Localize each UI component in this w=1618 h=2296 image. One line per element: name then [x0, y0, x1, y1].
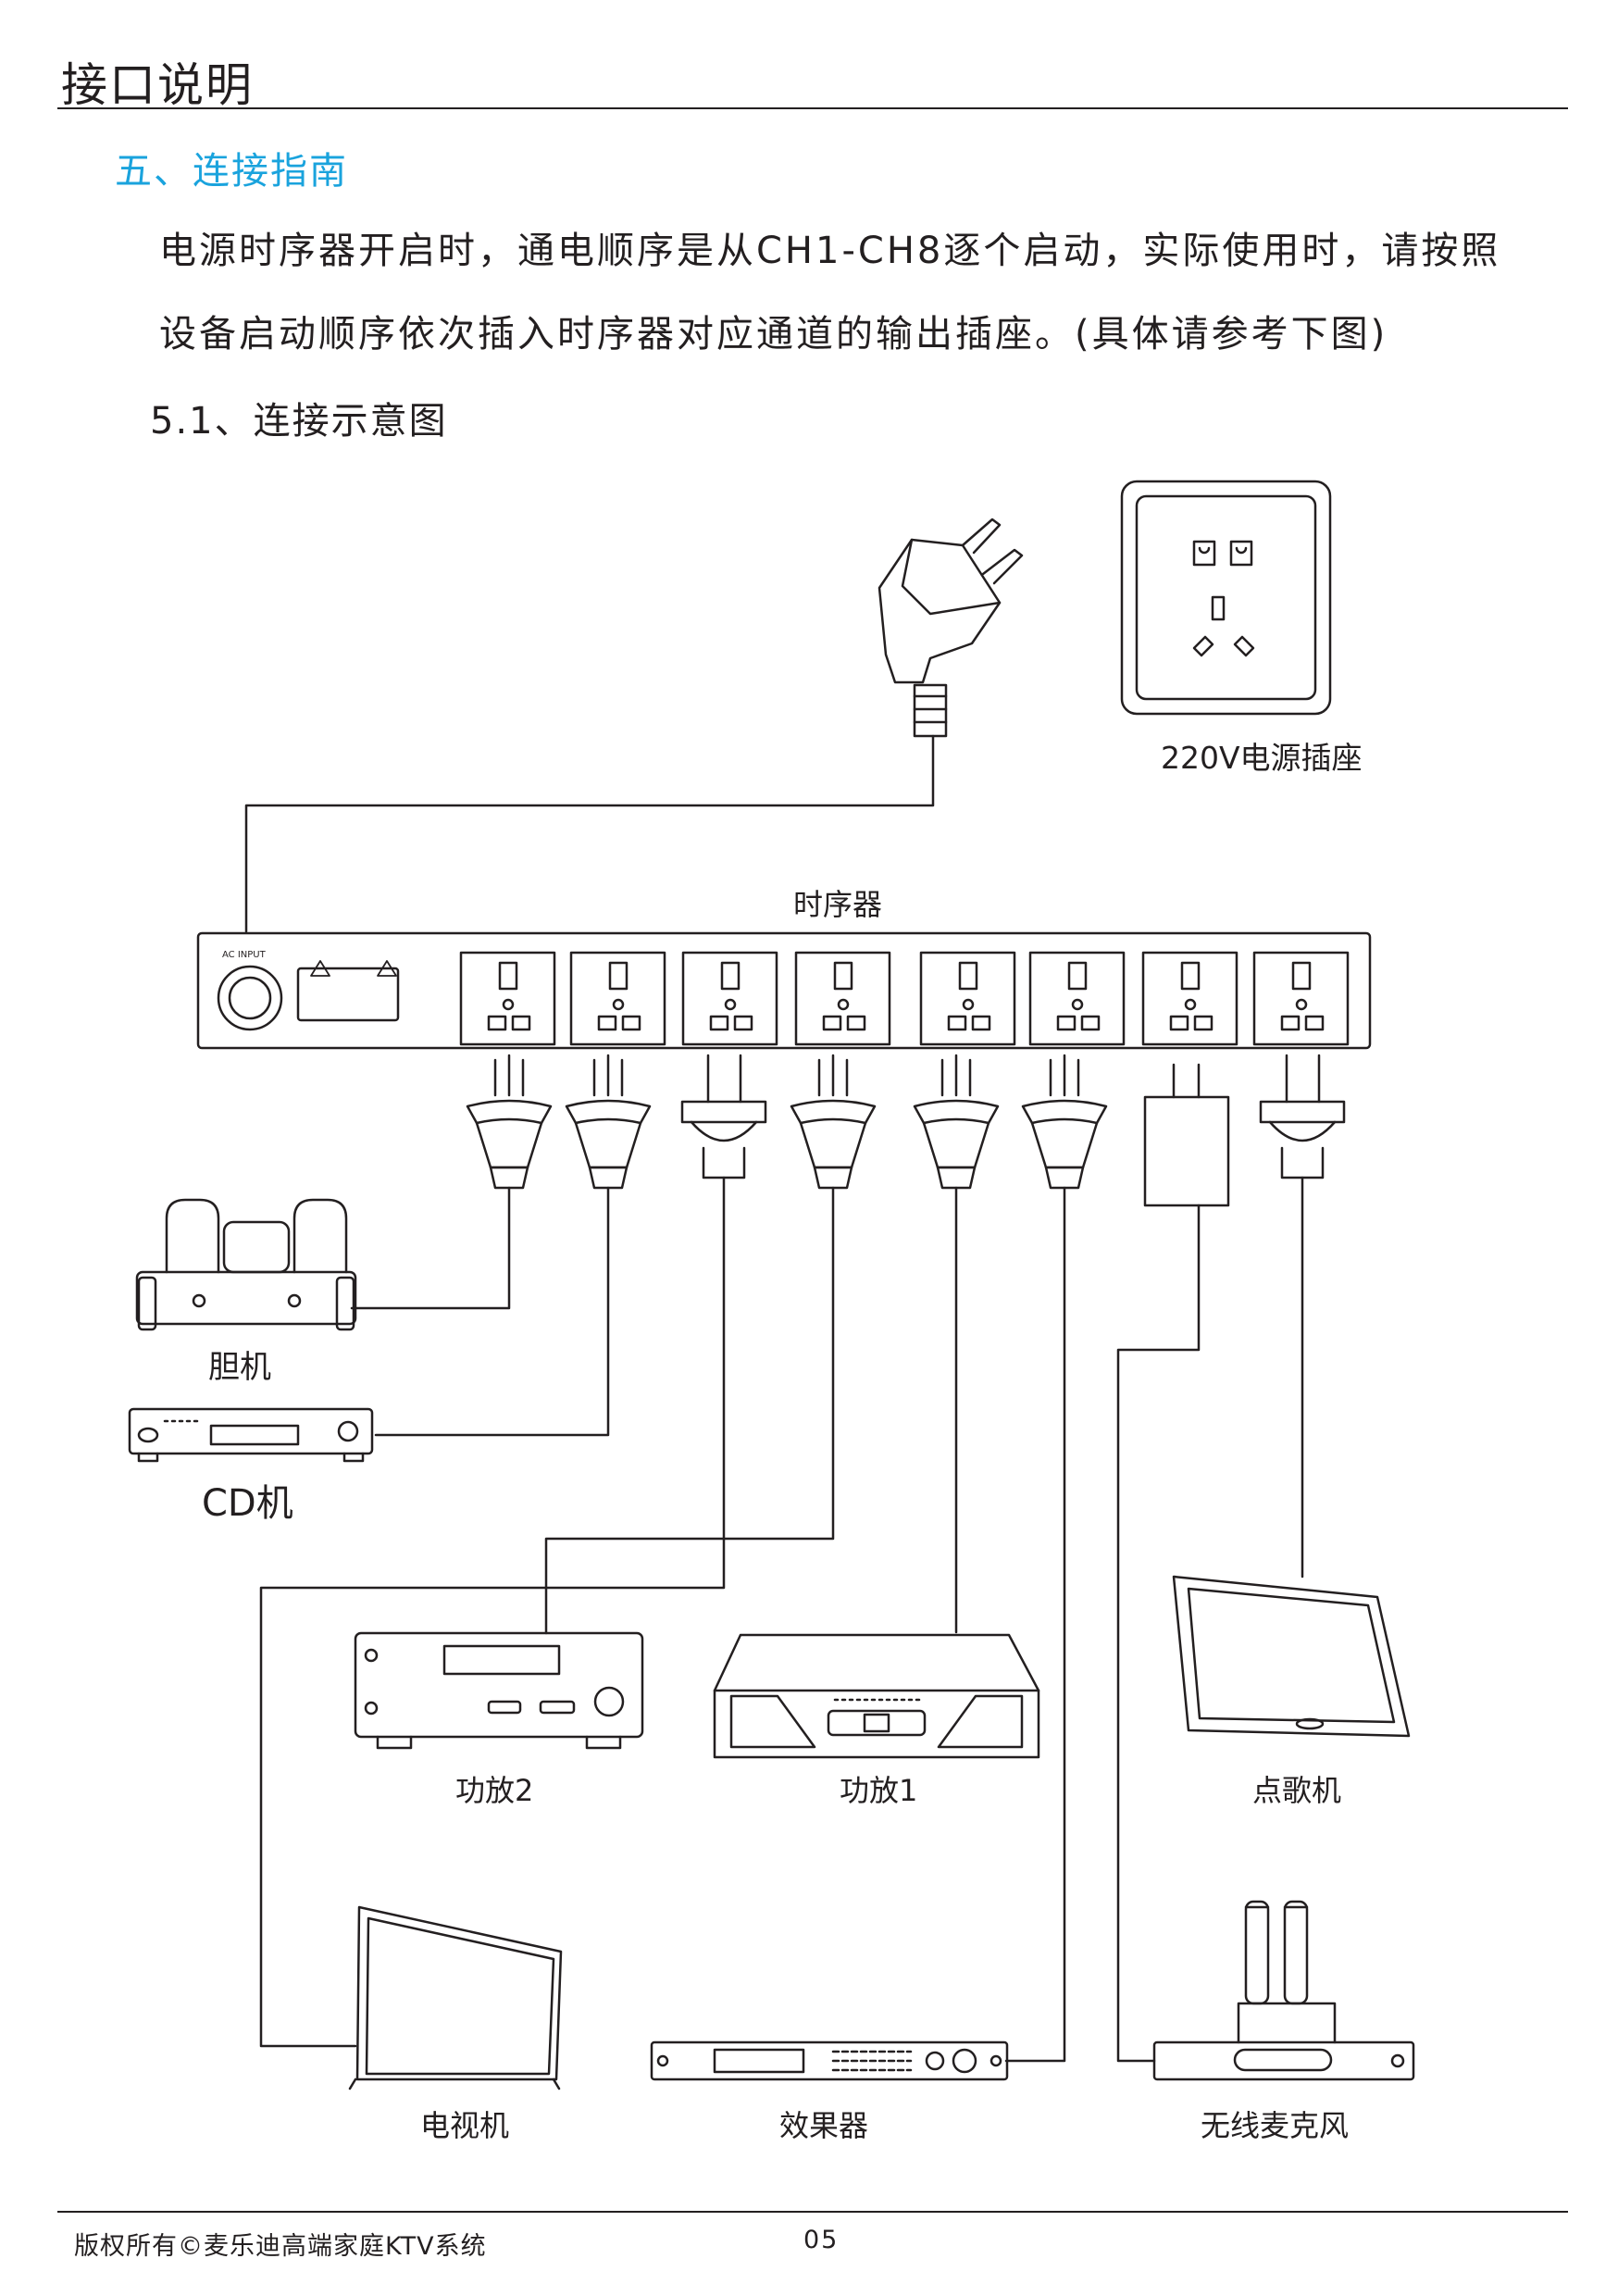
- cable-tube-amp: [350, 1186, 511, 1310]
- cable-amp2: [259, 1176, 726, 2048]
- channel-plug-icon: [1259, 1054, 1346, 1179]
- page-number: 05: [803, 2226, 840, 2254]
- tube-amp-icon: [135, 1198, 357, 1331]
- copyright-text: 版权所有©麦乐迪高端家庭KTV系统: [74, 2232, 487, 2261]
- instruction-line-2: 设备启动顺序依次插入时序器对应通道的输出插座。(具体请参考下图): [159, 313, 1388, 356]
- amp2-label: 功放2: [455, 1773, 533, 1808]
- outlet-module: [1028, 951, 1126, 1046]
- channel-plug-icon: [790, 1054, 877, 1190]
- main-power-cable: [244, 734, 935, 933]
- wall-socket-icon: [1120, 480, 1332, 716]
- amp1-label: 功放1: [840, 1773, 917, 1808]
- effects-processor-icon: [650, 2040, 1009, 2081]
- channel-plug-icon: [1143, 1063, 1230, 1207]
- effects-label: 效果器: [779, 2108, 868, 2143]
- channel-plug-icon: [1021, 1054, 1108, 1190]
- channel-plug-icon: [913, 1054, 1000, 1190]
- ac-input-label: AC INPUT: [222, 950, 267, 960]
- section-heading: 五、连接指南: [115, 150, 348, 193]
- tv-icon: [348, 1905, 563, 2090]
- tv-label: 电视机: [420, 2108, 509, 2143]
- tube-amp-label: 胆机: [208, 1349, 271, 1386]
- sequencer-chassis: [196, 931, 1372, 1050]
- wall-socket-label: 220V电源插座: [1161, 740, 1363, 776]
- cd-player-icon: [128, 1407, 374, 1463]
- outlet-module: [459, 951, 556, 1046]
- channel-plug-icon: [466, 1054, 553, 1190]
- karaoke-machine-icon: [1172, 1575, 1411, 1738]
- cable-cd-player: [374, 1186, 610, 1437]
- diagram-subheading: 5.1、连接示意图: [150, 400, 448, 443]
- cd-player-label: CD机: [202, 1482, 293, 1525]
- amp1-icon: [713, 1633, 1040, 1759]
- karaoke-machine-label: 点歌机: [1252, 1773, 1341, 1808]
- channel-plug-icon: [680, 1054, 767, 1179]
- footer-divider: [57, 2211, 1568, 2213]
- outlet-module: [794, 951, 891, 1046]
- page-title: 接口说明: [61, 58, 254, 112]
- channel-plug-icon: [565, 1054, 652, 1190]
- instruction-line-1: 电源时序器开启时，通电顺序是从CH1-CH8逐个启动，实际使用时，请按照: [159, 230, 1501, 272]
- wireless-mic-label: 无线麦克风: [1201, 2108, 1349, 2143]
- cable-wireless-mic: [1116, 1204, 1201, 2063]
- outlet-module: [569, 951, 666, 1046]
- outlet-module: [1141, 951, 1238, 1046]
- outlet-module: [681, 951, 778, 1046]
- wireless-mic-icon: [1152, 1900, 1415, 2081]
- sequencer-label: 时序器: [793, 887, 882, 922]
- cable-amp2-tap: [544, 1186, 835, 1635]
- header-divider: [57, 107, 1568, 109]
- cable-effects: [1004, 1186, 1066, 2063]
- amp2-icon: [354, 1631, 644, 1750]
- main-plug-icon: [877, 518, 1024, 738]
- outlet-module: [919, 951, 1016, 1046]
- outlet-module: [1252, 951, 1350, 1046]
